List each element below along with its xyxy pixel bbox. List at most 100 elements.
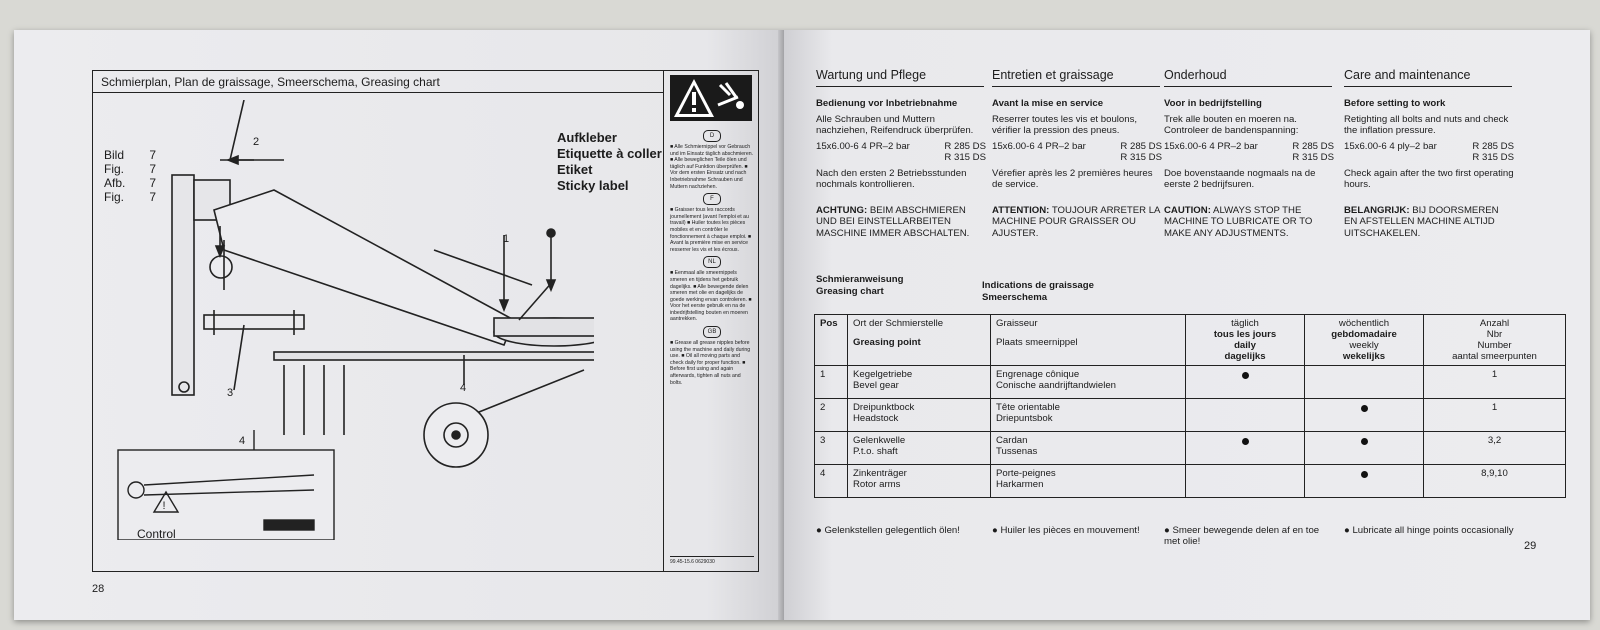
rake-machine-drawing: !: [117, 100, 594, 540]
page-number-right: 29: [1524, 540, 1537, 552]
column-nl: Voor in bedrijfstelling Trek alle bouten…: [1164, 98, 1334, 239]
sticker-text-f: ■ Graisser tous les raccords journelleme…: [670, 207, 751, 253]
callout-1: 1: [503, 233, 510, 245]
lang-badge-d: D: [703, 130, 721, 142]
heading-fr: Entretien et graissage: [992, 68, 1160, 87]
column-intro: Trek alle bouten en moeren na. Controlee…: [1164, 113, 1299, 137]
daily-dot: [1241, 372, 1249, 379]
frame-title: Schmierplan, Plan de graissage, Smeersch…: [93, 71, 663, 93]
warning-triangle-icon: [674, 79, 744, 117]
tyre-model: R 315 DS: [944, 152, 986, 163]
cell-daily: [1185, 398, 1305, 432]
daily-dot: [1241, 438, 1249, 445]
footnote: ● Huiler les pièces en mouvement!: [992, 525, 1140, 536]
tyre-model: R 315 DS: [1292, 152, 1334, 163]
column-subheading: Before setting to work: [1344, 98, 1446, 109]
sticker-column: D ■ Alle Schmiernippel vor Gebrauch und …: [663, 71, 759, 571]
figure-label: Afb.7: [104, 176, 156, 190]
column-subheading: Avant la mise en service: [992, 98, 1104, 109]
tyre-model: R 315 DS: [1120, 152, 1162, 163]
sticker-footer: 99.45-15.6 0629030: [670, 556, 754, 565]
greasing-title-de-en: Schmieranweisung Greasing chart: [816, 274, 904, 297]
heading-de: Wartung und Pflege: [816, 68, 984, 87]
cell-daily: [1185, 431, 1305, 465]
right-page: Wartung und Pflege Entretien et graissag…: [784, 30, 1590, 620]
control-label: Control: [137, 527, 176, 541]
cell-count: 1: [1423, 398, 1566, 432]
callout-3: 3: [227, 387, 234, 399]
warning-pictogram: [670, 75, 752, 121]
caution-note: ATTENTION: TOUJOUR ARRETER LA MACHINE PO…: [992, 204, 1160, 239]
column-intro: Reserrer toutes les vis et boulons, véri…: [992, 113, 1138, 137]
lang-badge-nl: NL: [703, 256, 721, 269]
cell-count: 1: [1423, 365, 1566, 399]
caution-note: CAUTION: ALWAYS STOP THE MACHINE TO LUBR…: [1164, 204, 1313, 239]
column-after: Vérefier après les 2 premières heures de…: [992, 167, 1153, 191]
footnote: ● Smeer bewegende delen af en toe met ol…: [1164, 525, 1320, 547]
footnote: ● Lubricate all hinge points occasionall…: [1344, 525, 1514, 536]
column-intro: Alle Schrauben und Muttern nachziehen, R…: [816, 113, 974, 137]
left-page: Schmierplan, Plan de graissage, Smeersch…: [14, 30, 784, 620]
manual-spread: Schmierplan, Plan de graissage, Smeersch…: [14, 30, 1590, 620]
cell-pos: 2: [814, 398, 848, 432]
sticker-label: Sticky label: [557, 178, 629, 193]
sticker-label: Aufkleber: [557, 130, 617, 145]
column-de: Bedienung vor Inbetriebnahme Alle Schrau…: [816, 98, 986, 239]
weekly-dot: [1360, 471, 1368, 478]
lang-badge-gb: GB: [703, 326, 721, 339]
sticker-instructions: D ■ Alle Schmiernippel vor Gebrauch und …: [670, 127, 754, 386]
sticker-text-d: ■ Alle Schmiernippel vor Gebrauch und im…: [670, 144, 754, 190]
sticker-text-nl: ■ Eenmaal alle smeernippels smeren en ti…: [670, 270, 752, 323]
column-fr: Avant la mise en service Reserrer toutes…: [992, 98, 1162, 239]
caution-note: BELANGRIJK: BIJ DOORSMEREN EN AFSTELLEN …: [1344, 204, 1499, 239]
sticker-text-gb: ■ Grease all grease nipples before using…: [670, 340, 751, 386]
greasing-figure-frame: Schmierplan, Plan de graissage, Smeersch…: [92, 70, 759, 572]
cell-count: 8,9,10: [1423, 464, 1566, 498]
caution-note: ACHTUNG: BEIM ABSCHMIEREN UND BEI EINSTE…: [816, 204, 970, 239]
column-en: Before setting to work Retighting all bo…: [1344, 98, 1514, 239]
callout-4-inset: 4: [239, 435, 246, 447]
svg-text:!: !: [162, 500, 165, 512]
callout-4: 4: [460, 382, 467, 394]
column-subheading: Bedienung vor Inbetriebnahme: [816, 98, 958, 109]
figure-label: Fig.7: [104, 190, 156, 204]
weekly-dot: [1360, 438, 1368, 445]
cell-daily: [1185, 365, 1305, 399]
header-pos: Pos: [814, 314, 848, 366]
heading-nl: Onderhoud: [1164, 68, 1332, 87]
column-after: Check again after the two first operatin…: [1344, 167, 1514, 191]
page-number-left: 28: [92, 583, 105, 595]
weekly-dot: [1360, 405, 1368, 412]
column-after: Nach den ersten 2 Betriebsstunden nochma…: [816, 167, 967, 191]
cell-pos: 4: [814, 464, 848, 498]
footnote: ● Gelenkstellen gelegentlich ölen!: [816, 525, 960, 536]
tyre-model: R 315 DS: [1472, 152, 1514, 163]
callout-2: 2: [253, 136, 260, 148]
heading-en: Care and maintenance: [1344, 68, 1512, 87]
sticker-labels: Aufkleber Etiquette à coller Etiket Stic…: [557, 130, 662, 194]
column-subheading: Voor in bedrijfstelling: [1164, 98, 1262, 109]
cell-pos: 3: [814, 431, 848, 465]
cell-weekly: [1304, 398, 1424, 432]
sticker-label: Etiket: [557, 162, 593, 177]
